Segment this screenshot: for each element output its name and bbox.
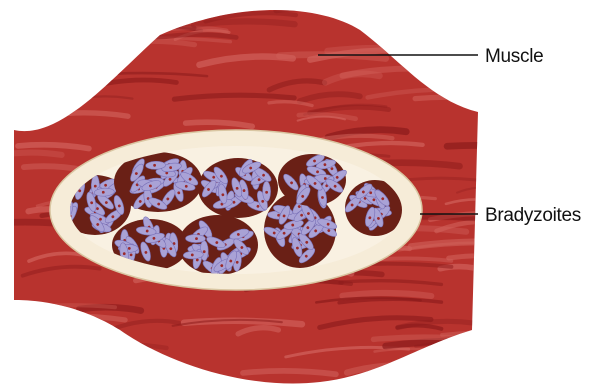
muscle-fiber xyxy=(123,12,212,20)
muscle-fiber xyxy=(2,41,97,48)
label-bradyzoites: Bradyzoites xyxy=(485,205,581,226)
muscle-fiber xyxy=(459,361,555,364)
muscle-fiber xyxy=(420,26,526,29)
muscle-fiber xyxy=(243,371,336,374)
muscle-fiber xyxy=(0,12,102,16)
muscle-fiber xyxy=(418,17,523,21)
muscle-fiber xyxy=(342,293,431,296)
muscle-fiber xyxy=(19,12,68,21)
label-muscle: Muscle xyxy=(485,46,543,67)
muscle-fiber xyxy=(416,350,490,356)
muscle-fiber xyxy=(276,8,337,11)
muscle-fiber xyxy=(72,362,124,370)
bradyzoite xyxy=(262,181,270,201)
muscle-fiber xyxy=(0,354,32,360)
muscle-fiber xyxy=(449,256,517,259)
muscle-fiber xyxy=(422,2,488,10)
muscle-fiber xyxy=(39,316,125,320)
muscle-fiber xyxy=(328,48,429,51)
muscle-fiber xyxy=(442,332,554,335)
muscle-fiber xyxy=(1,28,49,31)
muscle-fiber xyxy=(386,341,515,346)
muscle-fiber xyxy=(21,326,89,329)
muscle-fiber xyxy=(370,14,463,17)
muscle-fiber xyxy=(347,365,425,372)
muscle-fiber xyxy=(109,25,194,29)
muscle-fiber xyxy=(447,145,554,149)
muscle-fiber xyxy=(67,37,110,41)
muscle-fiber xyxy=(0,15,100,19)
tissue-cyst xyxy=(50,130,422,290)
bradyzoite xyxy=(185,234,205,242)
muscle-fiber xyxy=(93,344,167,348)
muscle-fiber xyxy=(86,10,182,13)
muscle-fiber xyxy=(227,5,311,11)
muscle-fiber xyxy=(44,336,125,342)
muscle-fiber xyxy=(45,15,92,24)
muscle-fiber xyxy=(0,382,47,387)
muscle-fiber xyxy=(194,21,295,24)
muscle-fiber xyxy=(44,23,161,27)
